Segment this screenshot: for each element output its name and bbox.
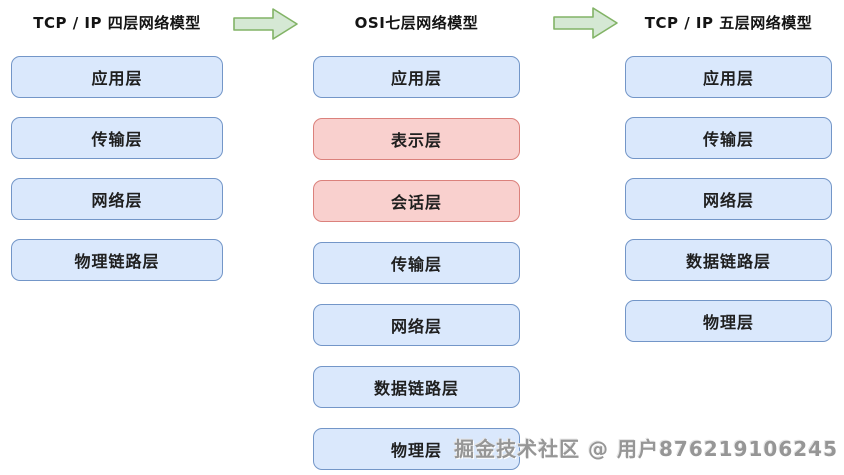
layer-stack: 应用层 传输层 网络层 物理链路层: [11, 56, 223, 281]
layer-stack: 应用层 表示层 会话层 传输层 网络层 数据链路层 物理层: [313, 56, 520, 470]
layer-box: 网络层: [11, 178, 223, 220]
watermark-text: 掘金技术社区 @ 用户876219106245: [454, 437, 838, 461]
layer-box: 物理层: [625, 300, 832, 342]
layer-box: 应用层: [625, 56, 832, 98]
layer-box: 物理链路层: [11, 239, 223, 281]
layer-box: 物理层: [313, 428, 520, 470]
column-title: OSI七层网络模型: [354, 14, 479, 32]
layer-box: 传输层: [625, 117, 832, 159]
layer-box-highlighted: 会话层: [313, 180, 520, 222]
column-title: TCP / IP 四层网络模型: [33, 14, 201, 32]
right-arrow-icon: [233, 8, 298, 40]
layer-box: 数据链路层: [313, 366, 520, 408]
layer-stack: 应用层 传输层 网络层 数据链路层 物理层: [625, 56, 832, 342]
column-title: TCP / IP 五层网络模型: [644, 14, 813, 32]
layer-box: 网络层: [313, 304, 520, 346]
right-arrow-icon: [553, 7, 618, 39]
layer-box-highlighted: 表示层: [313, 118, 520, 160]
layer-box: 网络层: [625, 178, 832, 220]
layer-box: 传输层: [313, 242, 520, 284]
layer-box: 传输层: [11, 117, 223, 159]
layer-box: 应用层: [313, 56, 520, 98]
layer-box: 数据链路层: [625, 239, 832, 281]
layer-box: 应用层: [11, 56, 223, 98]
